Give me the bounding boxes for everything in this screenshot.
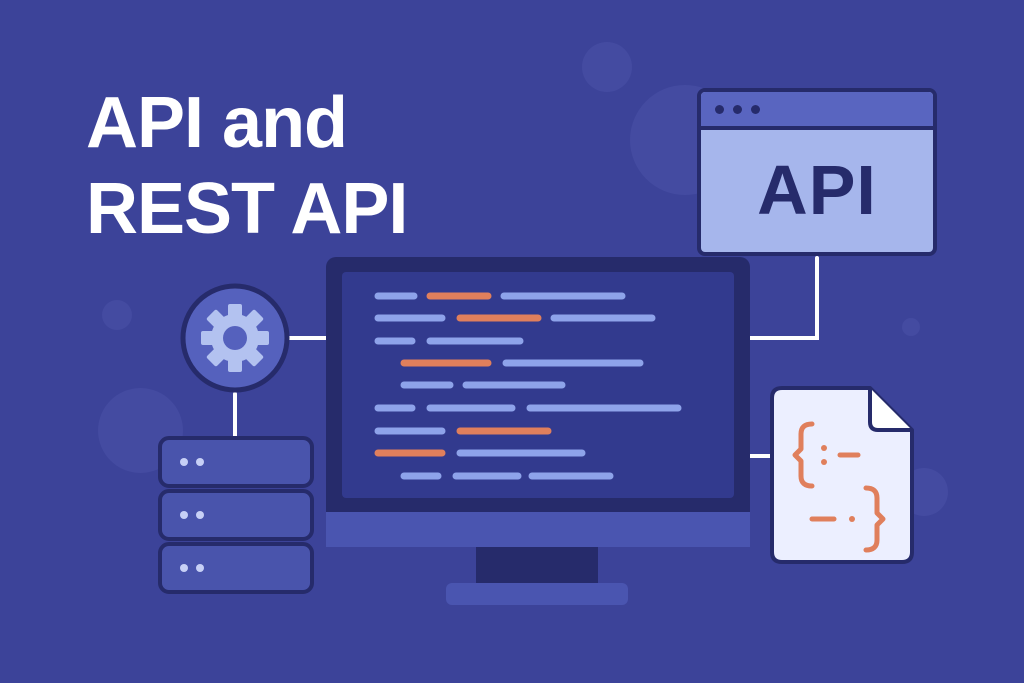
decor-bubble <box>902 318 920 336</box>
json-document-icon <box>770 386 914 564</box>
json-braces <box>792 421 886 553</box>
title-line-2: REST API <box>86 169 408 249</box>
monitor-chin <box>326 512 750 547</box>
server-unit <box>158 436 314 488</box>
monitor-neck <box>476 545 598 587</box>
decor-bubble <box>582 42 632 92</box>
window-dot-icon <box>733 104 742 114</box>
window-titlebar <box>701 92 933 130</box>
gear-hole <box>223 326 247 350</box>
api-window: API <box>697 88 937 256</box>
connector-api-monitor <box>748 256 819 340</box>
window-dot-icon <box>715 104 724 114</box>
document-fold <box>868 388 912 432</box>
server-unit <box>158 542 314 594</box>
connector-lines <box>233 256 819 458</box>
code-lines <box>374 292 682 480</box>
monitor-base <box>446 583 628 605</box>
server-stack-icon <box>158 436 314 594</box>
api-window-label: API <box>757 151 877 229</box>
window-dot-icon <box>751 104 760 114</box>
page-title: API and REST API <box>86 80 408 252</box>
server-unit <box>158 489 314 541</box>
gear-icon <box>180 283 290 393</box>
title-line-1: API and <box>86 83 348 163</box>
decor-bubble <box>102 300 132 330</box>
